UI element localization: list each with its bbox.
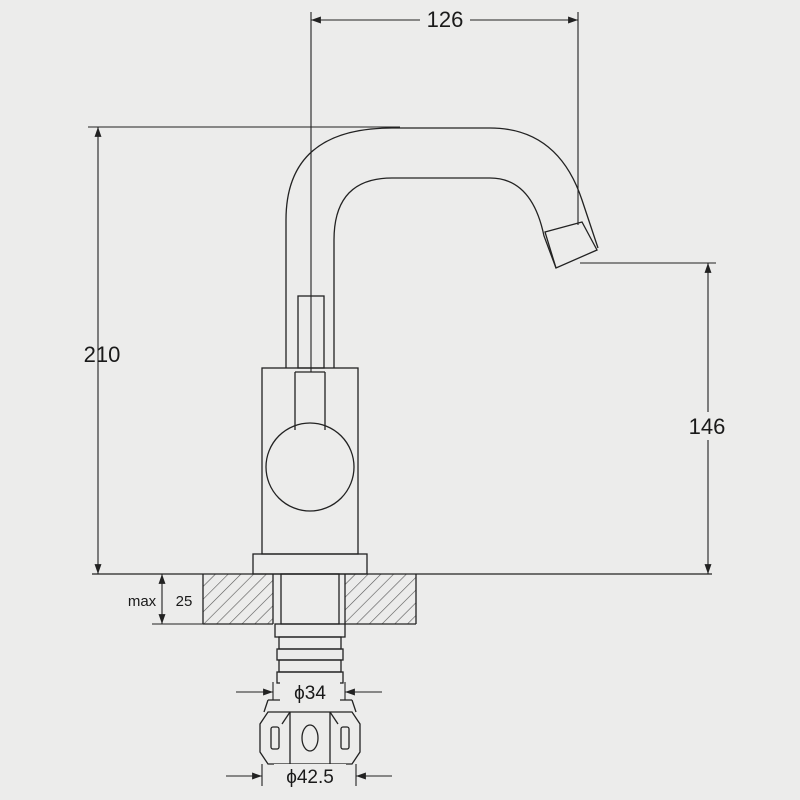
faucet-body <box>252 295 368 575</box>
dimension-total-height <box>88 126 400 574</box>
nut-label-bg <box>274 764 346 788</box>
total-height-label: 210 <box>84 342 121 367</box>
mounting-shank <box>259 573 361 765</box>
spout-height-label-bg <box>680 412 736 440</box>
shank-label-bg <box>280 680 340 704</box>
spout <box>285 127 599 368</box>
reach-label: 126 <box>427 7 464 32</box>
max-thickness-label: 25 <box>176 593 193 610</box>
countertop <box>92 573 712 625</box>
nut-diameter-label: ϕ42.5 <box>286 767 334 788</box>
dimension-nut-diameter <box>226 764 392 786</box>
max-label: max <box>128 593 157 610</box>
dimension-shank-diameter <box>236 682 382 700</box>
shank-diameter-label: ϕ34 <box>294 683 326 704</box>
dimension-reach <box>310 12 579 372</box>
reach-label-bg <box>420 6 470 32</box>
spout-height-label: 146 <box>689 414 726 439</box>
dimension-max-thickness <box>152 574 203 625</box>
